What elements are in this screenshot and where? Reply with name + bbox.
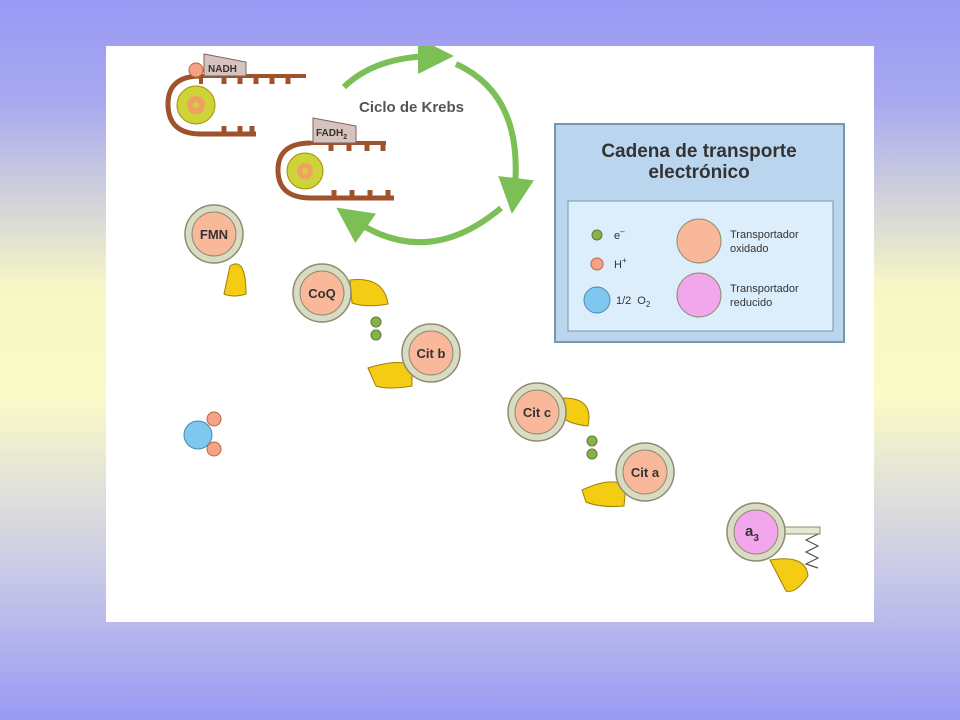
spring-icon [804, 533, 820, 569]
oxidized-carrier-icon [676, 218, 722, 264]
legend-panel: Cadena de transporte electrónico e– H+ 1… [554, 123, 845, 343]
binding-wedge [367, 362, 413, 389]
legend-title-line1: Cadena de transporte [601, 141, 796, 162]
legend-oxidized-line1: Transportador [730, 229, 799, 241]
electron-icon [591, 229, 603, 241]
fadh2-label: FADH [316, 128, 343, 139]
electron-transport-diagram: Ciclo de Krebs NADH FADH2 FMN [165, 46, 845, 592]
a3-carrier: a3 [726, 502, 821, 592]
fmn-carrier: FMN [184, 204, 247, 297]
krebs-label: Ciclo de Krebs [359, 99, 464, 116]
legend-oxidized-line2: oxidado [730, 243, 769, 255]
legend-title-line2: electrónico [648, 162, 749, 183]
svg-text:1/2O2: 1/2O2 [616, 295, 651, 309]
cita-label: Cit a [631, 465, 660, 480]
krebs-cycle: Ciclo de Krebs [336, 46, 535, 246]
fadh2-tag [312, 117, 357, 144]
proton-dot-nadh [188, 62, 204, 78]
binding-wedge [349, 279, 389, 307]
coq-label: CoQ [308, 286, 335, 301]
nadh-complex: NADH [165, 53, 306, 137]
nadh-tag [203, 53, 247, 77]
krebs-arrow-bottom [336, 205, 503, 246]
svg-text:a3: a3 [745, 523, 759, 544]
legend-oxygen: O [637, 295, 646, 307]
electron-dot [370, 329, 382, 341]
krebs-arrow-top [341, 46, 454, 90]
binding-wedge [769, 558, 809, 592]
electron-dot [370, 316, 382, 328]
electron-dot [586, 448, 598, 460]
oxygen-icon [583, 286, 611, 314]
legend-oxygen-frac: 1/2 [616, 295, 631, 307]
legend-proton: H [614, 259, 622, 271]
legend-reduced-line1: Transportador [730, 283, 799, 295]
fadh2-complex: FADH2 [275, 117, 394, 201]
nadh-label: NADH [208, 64, 237, 75]
electron-dot [586, 435, 598, 447]
citc-label: Cit c [523, 405, 551, 420]
binding-wedge [223, 263, 247, 297]
legend-electron: e [614, 230, 620, 242]
svg-text:e–: e– [614, 227, 625, 242]
citb-carrier: Cit b [367, 323, 461, 389]
coq-carrier: CoQ [292, 263, 389, 341]
cita-carrier: Cit a [581, 442, 675, 507]
svg-text:FADH2: FADH2 [316, 128, 347, 141]
a3-label: a [745, 523, 754, 540]
svg-text:H+: H+ [614, 256, 627, 271]
proton-icon [590, 257, 604, 271]
legend-reduced-line2: reducido [730, 297, 772, 309]
citc-carrier: Cit c [507, 382, 598, 460]
water-molecule [183, 411, 222, 457]
slide-canvas: Ciclo de Krebs NADH FADH2 FMN [106, 46, 874, 622]
binding-wedge [581, 481, 627, 507]
krebs-arrow-right [454, 61, 535, 214]
citb-label: Cit b [417, 346, 446, 361]
reduced-carrier-icon [676, 272, 722, 318]
fmn-label: FMN [200, 227, 228, 242]
